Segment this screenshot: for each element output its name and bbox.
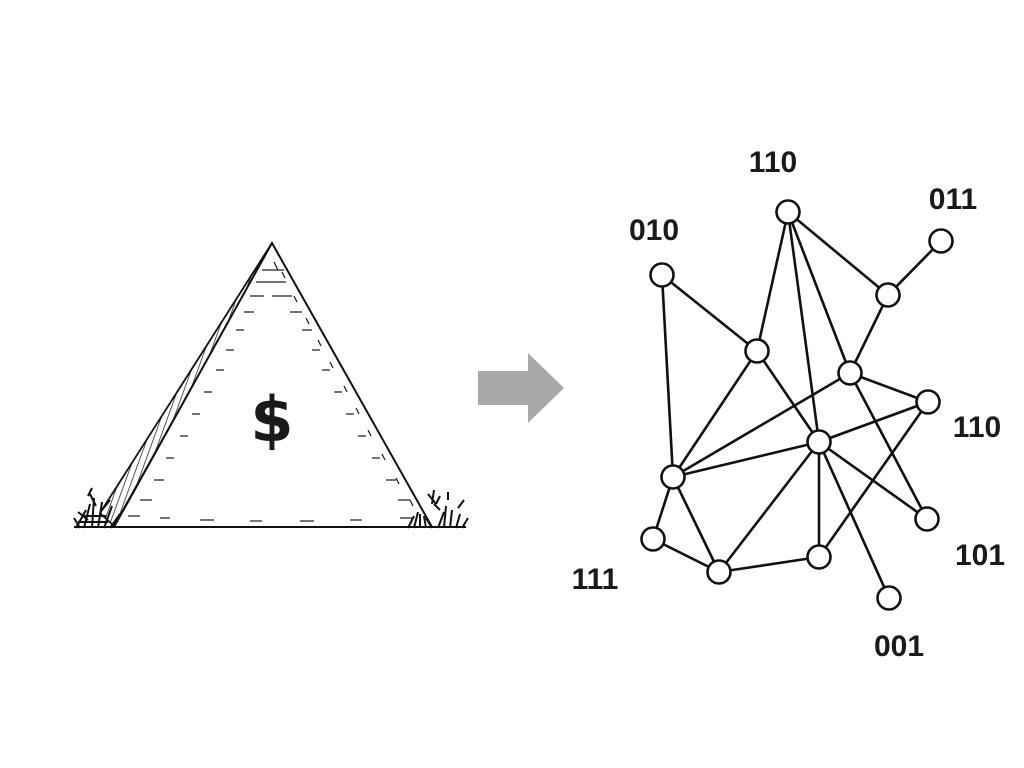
network-nodes xyxy=(640,199,954,611)
network-node xyxy=(806,429,832,455)
network-edge xyxy=(671,371,852,479)
node-label-top: 110 xyxy=(749,146,797,179)
network-edge xyxy=(671,440,821,479)
network-edge xyxy=(671,475,721,574)
network-edge xyxy=(671,349,759,479)
network-edge xyxy=(786,210,890,297)
network-edge xyxy=(717,440,821,574)
pyramid-illustration: $ xyxy=(73,240,469,529)
network-node xyxy=(837,360,863,386)
network-node xyxy=(640,526,666,552)
network-node xyxy=(649,262,675,288)
network-edge xyxy=(817,440,929,521)
network-graph: 110 010 011 110 101 111 001 xyxy=(572,146,1005,663)
network-edge xyxy=(660,273,759,353)
network-node xyxy=(806,544,832,570)
dollar-symbol: $ xyxy=(250,383,293,456)
grass-tuft-right-1 xyxy=(407,489,441,529)
network-node xyxy=(744,338,770,364)
network-node xyxy=(706,559,732,585)
network-node xyxy=(928,228,954,254)
node-label-upper-left: 010 xyxy=(629,214,679,247)
network-edge xyxy=(755,210,790,353)
pyramid-brick-texture xyxy=(128,261,414,522)
node-label-upper-right: 011 xyxy=(929,183,977,216)
network-edge xyxy=(817,440,891,600)
network-edge xyxy=(660,273,675,479)
network-edge xyxy=(848,371,929,521)
node-label-right: 110 xyxy=(953,411,1001,444)
network-node xyxy=(914,506,940,532)
node-label-bottom: 001 xyxy=(874,630,924,663)
grass-tuft-right-2 xyxy=(433,492,469,529)
network-node xyxy=(660,464,686,490)
network-edge xyxy=(717,555,821,574)
network-node xyxy=(775,199,801,225)
grass-tuft-left xyxy=(73,487,121,529)
network-edge xyxy=(755,349,821,444)
network-node xyxy=(915,389,941,415)
node-label-lower-left: 111 xyxy=(572,563,619,596)
network-edge xyxy=(848,293,890,375)
network-edge xyxy=(786,210,852,375)
network-edge xyxy=(817,400,930,444)
network-edge xyxy=(848,371,930,404)
right-arrow-icon xyxy=(478,353,564,423)
network-labels: 110 010 011 110 101 111 001 xyxy=(572,146,1005,663)
node-label-lower-right: 101 xyxy=(955,539,1005,572)
network-node xyxy=(876,585,902,611)
network-edges xyxy=(651,210,943,600)
network-node xyxy=(875,282,901,308)
network-edge xyxy=(786,210,821,444)
